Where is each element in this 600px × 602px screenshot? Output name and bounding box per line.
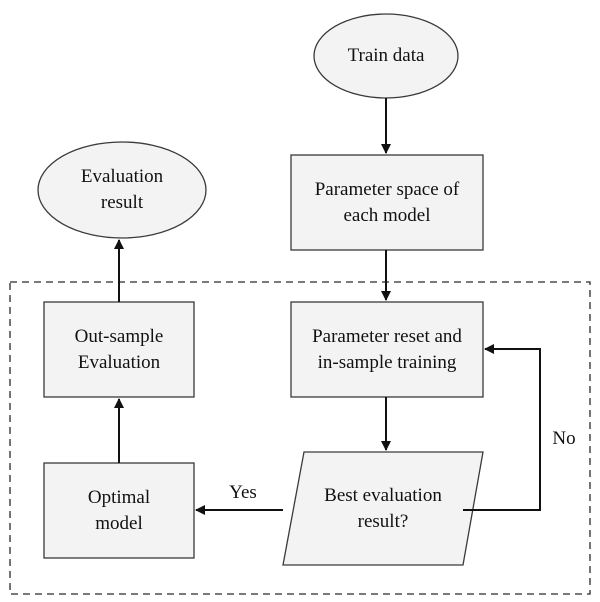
out-sample-node (43, 301, 195, 398)
evaluation-result-label: Evaluation result (80, 166, 164, 213)
optimal-model-node (43, 462, 195, 559)
edge-label-yes: Yes (229, 482, 257, 503)
out-sample-label: Out-sample Evaluation (74, 325, 164, 373)
parameter-space-label: Parameter space of each model (314, 178, 460, 226)
optimal-model-label: Optimal model (87, 486, 151, 534)
parameter-reset-label: Parameter reset and in-sample training (312, 325, 462, 373)
process-boundary (9, 281, 591, 595)
arrow-no (463, 344, 541, 511)
best-evaluation-node (282, 451, 484, 566)
evaluation-result-node (37, 141, 207, 239)
edge-label-no: No (552, 428, 576, 449)
best-evaluation-label: Best evaluation result? (324, 485, 442, 532)
parameter-space-node (290, 154, 484, 251)
train-data-label: Train data (347, 45, 425, 66)
